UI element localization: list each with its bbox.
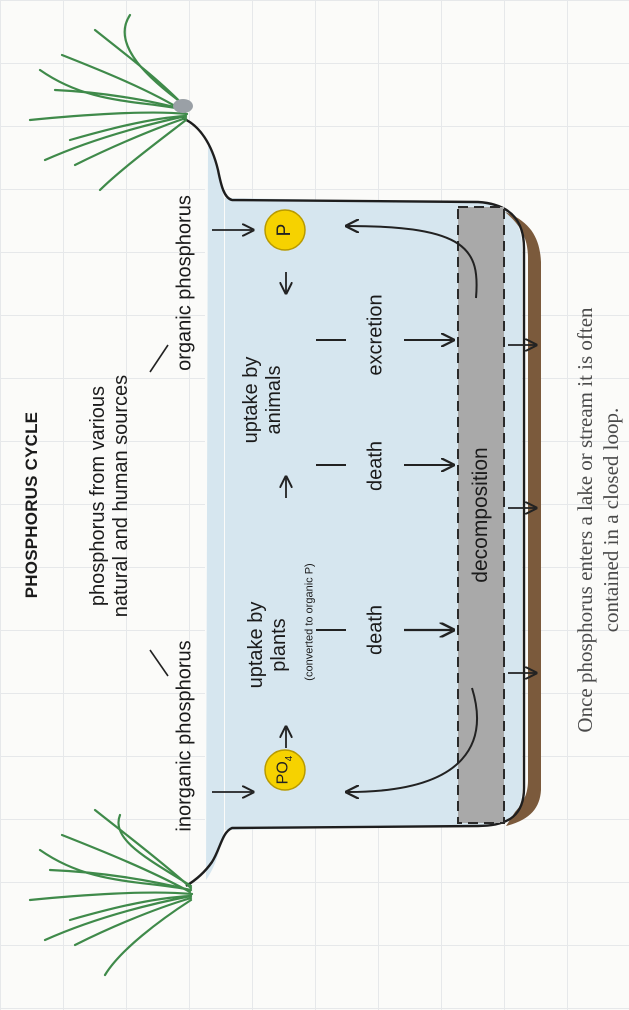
uptake-plants-label: uptake by plants bbox=[245, 602, 291, 689]
decomposition-label: decomposition bbox=[468, 447, 492, 583]
po4-badge bbox=[264, 749, 306, 791]
uptake-plants-line1: uptake by bbox=[245, 601, 267, 689]
uptake-plants-line2: plants bbox=[268, 618, 290, 672]
death-label-1: death bbox=[364, 604, 387, 656]
leader-organic bbox=[149, 344, 169, 373]
water bbox=[205, 145, 522, 878]
arrow-return-organic bbox=[348, 226, 478, 299]
caption-line2: contained in a closed loop. bbox=[599, 407, 623, 633]
decomposition-band bbox=[457, 206, 505, 824]
water-surface-fill bbox=[206, 140, 224, 880]
uptake-animals-line2: animals bbox=[263, 365, 285, 435]
arrow-return-inorganic bbox=[348, 687, 478, 792]
excretion-label: excretion bbox=[364, 294, 387, 376]
diagram-title: PHOSPHORUS CYCLE bbox=[22, 411, 42, 599]
organic-label: organic phosphorus bbox=[173, 195, 196, 371]
converted-note: (converted to organic P) bbox=[303, 563, 316, 681]
grass-top bbox=[28, 13, 189, 192]
death-label-2: death bbox=[364, 440, 387, 492]
po4-symbol: PO bbox=[274, 761, 292, 785]
p-badge bbox=[264, 209, 306, 251]
caption-line1: Once phosphorus enters a lake or stream … bbox=[572, 307, 597, 733]
po4-badge-text: PO4 bbox=[275, 756, 296, 785]
leader-inorganic bbox=[149, 649, 169, 677]
grass-bottom bbox=[28, 808, 194, 977]
po4-subscript: 4 bbox=[283, 755, 295, 762]
sources-label: phosphorus from various natural and huma… bbox=[87, 375, 133, 617]
rock bbox=[173, 99, 193, 113]
uptake-animals-label: uptake by animals bbox=[240, 357, 286, 444]
caption: Once phosphorus enters a lake or stream … bbox=[572, 307, 625, 732]
p-badge-text: P bbox=[274, 223, 296, 237]
uptake-animals-line1: uptake by bbox=[240, 356, 262, 444]
sources-label-line2: natural and human sources bbox=[110, 374, 132, 618]
sources-label-line1: phosphorus from various bbox=[87, 385, 109, 607]
basin-outline bbox=[181, 116, 526, 888]
inorganic-label: inorganic phosphorus bbox=[173, 640, 196, 832]
